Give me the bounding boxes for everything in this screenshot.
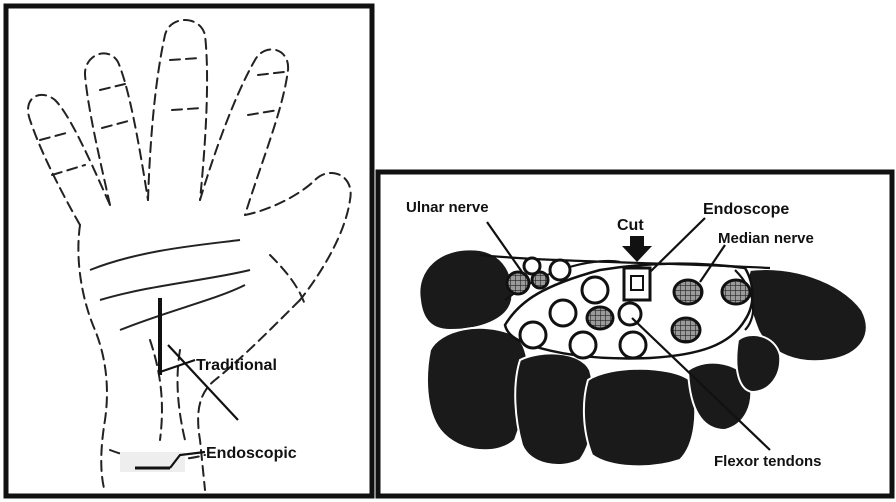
hand-panel-frame [6, 6, 372, 496]
tendon [520, 322, 546, 348]
endoscope [624, 268, 650, 300]
tendon [582, 277, 608, 303]
tendon [550, 300, 576, 326]
label-cut: Cut [617, 217, 644, 234]
label-endoscope: Endoscope [703, 201, 789, 218]
label-median-nerve: Median nerve [718, 230, 814, 247]
tendon [570, 332, 596, 358]
label-ulnar-nerve: Ulnar nerve [406, 199, 489, 216]
tendon [619, 303, 641, 325]
tendon [620, 332, 646, 358]
cross-section-panel: Ulnar nerve Cut Endoscope Median nerve F… [378, 172, 892, 496]
label-traditional: Traditional [196, 357, 277, 374]
label-flexor-tendons: Flexor tendons [714, 453, 822, 470]
hand-panel: Traditional Endoscopic [6, 6, 372, 496]
label-endoscopic: Endoscopic [206, 445, 297, 462]
